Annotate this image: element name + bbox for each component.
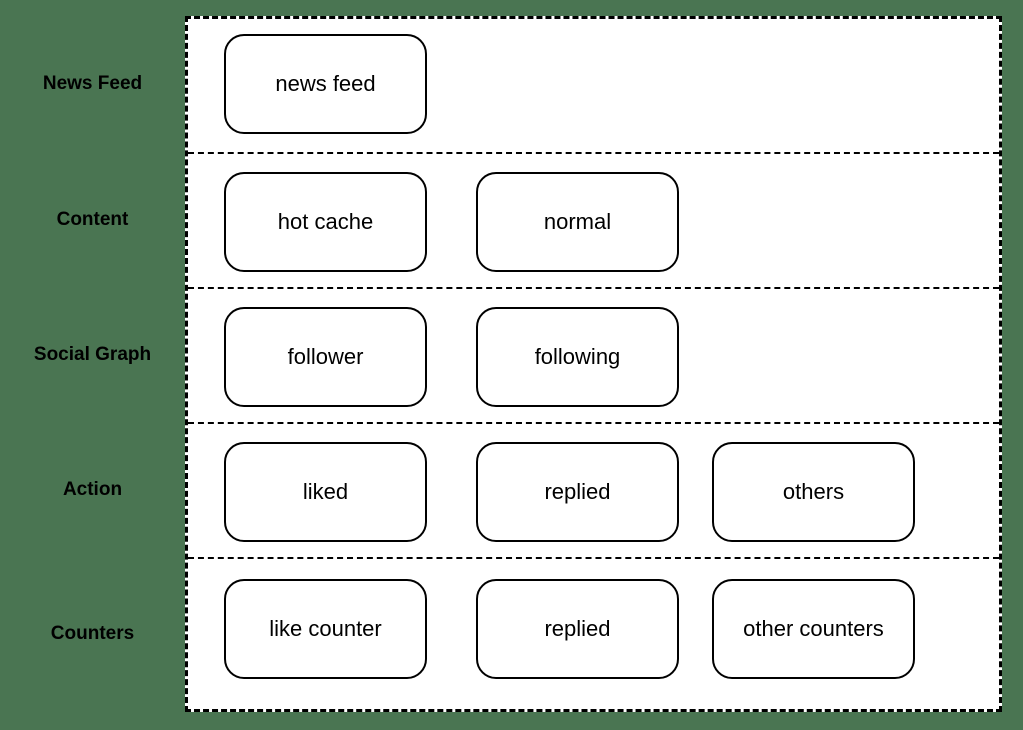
node-following: following xyxy=(476,307,679,407)
row-label-column: News Feed Content Social Graph Action Co… xyxy=(0,16,185,711)
diagram-row-news-feed: news feed xyxy=(188,19,999,152)
row-label-text: News Feed xyxy=(42,73,143,94)
row-label-news-feed: News Feed xyxy=(0,16,185,152)
row-label-text: Content xyxy=(56,208,129,230)
diagram-row-action: liked replied others xyxy=(188,422,999,557)
row-label-text: Action xyxy=(62,478,123,500)
node-replied: replied xyxy=(476,442,679,542)
node-follower: follower xyxy=(224,307,427,407)
node-liked: liked xyxy=(224,442,427,542)
diagram-row-content: hot cache normal xyxy=(188,152,999,287)
node-hot-cache: hot cache xyxy=(224,172,427,272)
node-like-counter: like counter xyxy=(224,579,427,679)
row-label-text: Counters xyxy=(50,623,135,644)
node-news-feed: news feed xyxy=(224,34,427,134)
node-other-counters: other counters xyxy=(712,579,915,679)
row-label-counters: Counters xyxy=(0,557,185,711)
row-label-social-graph: Social Graph xyxy=(0,287,185,422)
row-label-content: Content xyxy=(0,152,185,287)
node-others: others xyxy=(712,442,915,542)
diagram-panel: news feed hot cache normal follower foll… xyxy=(185,16,1002,712)
node-normal: normal xyxy=(476,172,679,272)
node-replied-counter: replied xyxy=(476,579,679,679)
row-label-action: Action xyxy=(0,422,185,557)
diagram-row-social-graph: follower following xyxy=(188,287,999,422)
row-label-text: Social Graph xyxy=(33,343,152,365)
diagram-row-counters: like counter replied other counters xyxy=(188,557,999,709)
